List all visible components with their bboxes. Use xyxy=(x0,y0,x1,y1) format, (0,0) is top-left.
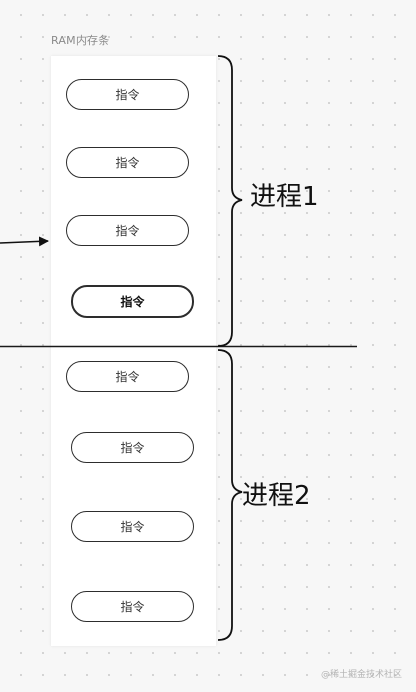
process-2-brace xyxy=(217,349,243,641)
process-1-label: 进程1 xyxy=(250,182,319,212)
instruction-node: 指令 xyxy=(71,591,194,622)
instruction-node: 指令 xyxy=(71,285,194,318)
instruction-node: 指令 xyxy=(66,215,189,246)
pointer-arrow xyxy=(0,236,49,247)
instruction-node: 指令 xyxy=(66,79,189,110)
watermark: @稀土掘金技术社区 xyxy=(320,670,402,680)
process-2-label: 进程2 xyxy=(242,481,311,511)
instruction-node: 指令 xyxy=(71,432,194,463)
instruction-node: 指令 xyxy=(71,511,194,542)
instruction-node: 指令 xyxy=(66,147,189,178)
instruction-node: 指令 xyxy=(66,361,189,392)
ram-title: RAM内存条 xyxy=(51,34,110,47)
process-1-brace xyxy=(217,55,243,347)
